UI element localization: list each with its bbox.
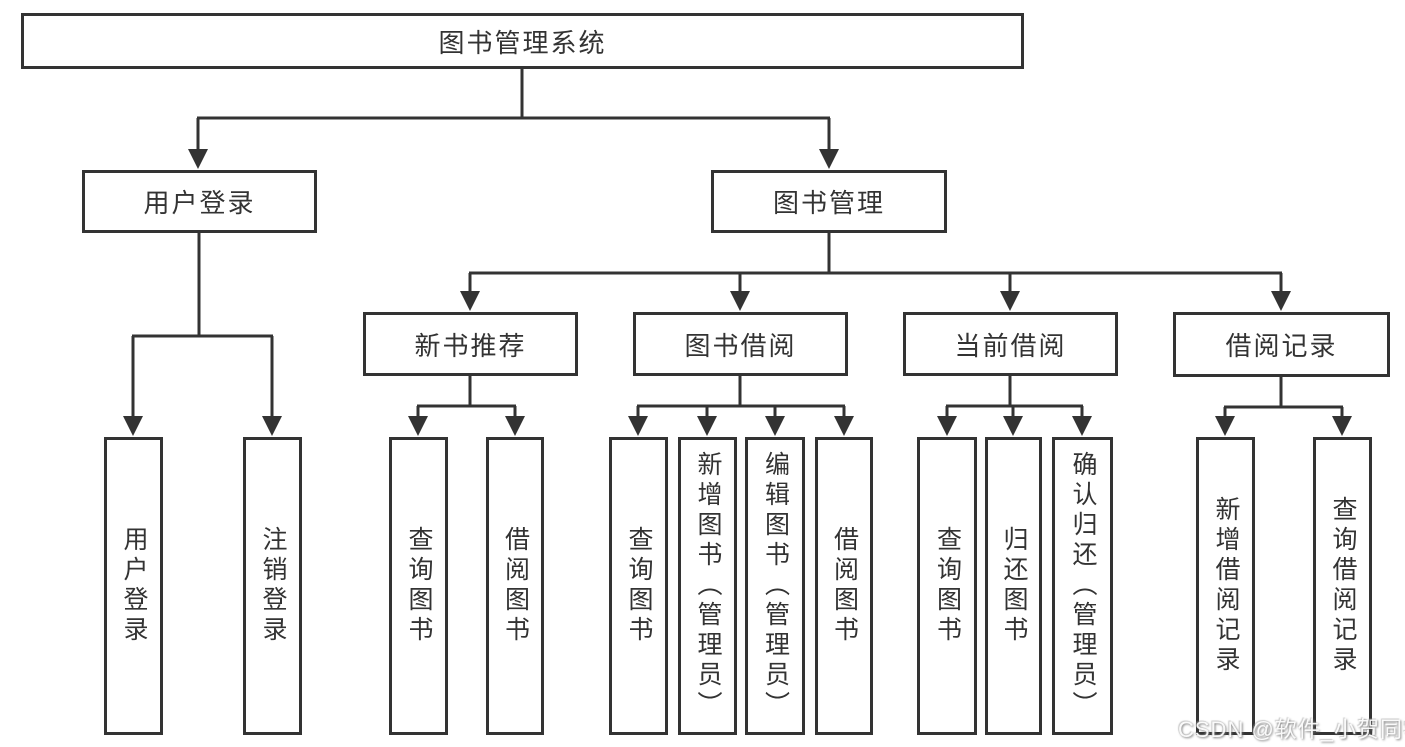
leaf-confirm-return-admin-label: 确认归还（管理员） [1069, 451, 1097, 721]
leaf-current-query-books-label: 查询图书 [933, 526, 962, 646]
leaf-borrow-books-label: 借阅图书 [830, 526, 859, 646]
leaf-borrow-query-books: 查询图书 [609, 437, 668, 735]
node-book-borrow: 图书借阅 [633, 312, 848, 376]
leaf-query-borrow-record: 查询借阅记录 [1313, 437, 1372, 735]
leaf-return-books: 归还图书 [985, 437, 1042, 735]
leaf-recommend-borrow-books-label: 借阅图书 [501, 526, 530, 646]
node-current-borrow: 当前借阅 [903, 312, 1118, 376]
node-book-management-label: 图书管理 [772, 188, 885, 218]
leaf-recommend-borrow-books: 借阅图书 [486, 437, 544, 735]
leaf-add-borrow-record: 新增借阅记录 [1196, 437, 1255, 735]
csdn-watermark: CSDN @软件_小贺同学 [1178, 717, 1405, 742]
leaf-edit-books-admin: 编辑图书（管理员） [745, 437, 805, 735]
leaf-recommend-query-books-label: 查询图书 [405, 526, 433, 646]
leaf-logout-label: 注销登录 [259, 526, 287, 646]
node-user-login-label: 用户登录 [143, 188, 256, 218]
leaf-user-login: 用户登录 [104, 437, 163, 735]
leaf-recommend-query-books: 查询图书 [389, 437, 448, 735]
node-new-book-recommend: 新书推荐 [363, 312, 578, 376]
leaf-borrow-books: 借阅图书 [815, 437, 873, 735]
leaf-confirm-return-admin: 确认归还（管理员） [1052, 437, 1113, 735]
node-borrow-records-label: 借阅记录 [1225, 331, 1338, 361]
leaf-edit-books-admin-label: 编辑图书（管理员） [761, 451, 790, 721]
leaf-add-books-admin: 新增图书（管理员） [678, 437, 737, 735]
leaf-query-borrow-record-label: 查询借阅记录 [1329, 496, 1357, 676]
node-user-login: 用户登录 [82, 170, 317, 233]
node-root-system-label: 图书管理系统 [438, 27, 607, 58]
arrowhead-icons [123, 149, 1352, 436]
leaf-logout: 注销登录 [243, 437, 302, 735]
node-book-management: 图书管理 [711, 170, 947, 233]
leaf-add-books-admin-label: 新增图书（管理员） [694, 451, 722, 721]
node-borrow-records: 借阅记录 [1173, 312, 1390, 377]
leaf-add-borrow-record-label: 新增借阅记录 [1212, 496, 1240, 676]
leaf-borrow-query-books-label: 查询图书 [625, 526, 653, 646]
node-root-system: 图书管理系统 [21, 13, 1024, 69]
node-current-borrow-label: 当前借阅 [954, 330, 1067, 361]
node-book-borrow-label: 图书借阅 [684, 330, 797, 361]
leaf-return-books-label: 归还图书 [1000, 526, 1028, 646]
leaf-current-query-books: 查询图书 [917, 437, 977, 735]
leaf-user-login-label: 用户登录 [120, 526, 148, 646]
node-new-book-recommend-label: 新书推荐 [414, 330, 527, 361]
